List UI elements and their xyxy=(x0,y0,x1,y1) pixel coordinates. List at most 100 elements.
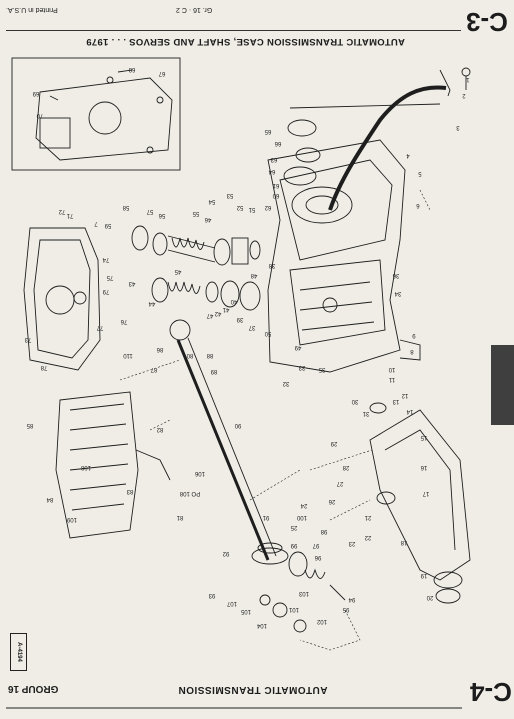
callout-90: 90 xyxy=(234,422,241,428)
callout-13: 13 xyxy=(392,398,399,404)
callout-49: 49 xyxy=(294,344,301,350)
callout-44: 44 xyxy=(148,300,155,306)
callout-67: 67 xyxy=(158,70,165,76)
callout-46: 46 xyxy=(204,216,211,222)
callout-83: 83 xyxy=(126,488,133,494)
callout-99: 99 xyxy=(290,542,297,548)
callout-72: 72 xyxy=(58,208,65,214)
callout-75: 75 xyxy=(106,274,113,280)
callout-73: 73 xyxy=(24,336,31,342)
callout-107: 107 xyxy=(226,600,237,606)
callout-63: 63 xyxy=(270,156,277,162)
callout-42: 42 xyxy=(214,310,221,316)
callout-53: 53 xyxy=(226,192,233,198)
callout-105: 105 xyxy=(240,608,251,614)
figure-id-badge: A-4194 xyxy=(10,633,27,671)
callout-30: 30 xyxy=(351,398,358,404)
valve-body xyxy=(55,391,139,539)
callout-94: 94 xyxy=(348,596,355,602)
callout-87: 87 xyxy=(150,366,157,372)
extension-housing xyxy=(369,409,471,581)
callout-62: 62 xyxy=(264,204,271,210)
callout-56: 56 xyxy=(158,212,165,218)
callout-38: 38 xyxy=(268,262,275,268)
callout-50: 50 xyxy=(264,330,271,336)
callout-labels: 1234567891011121314151617181920212223242… xyxy=(24,66,470,628)
callout-68: 68 xyxy=(128,66,135,72)
callout-85: 85 xyxy=(26,422,33,428)
callout-95: 95 xyxy=(342,606,349,612)
callout-16: 16 xyxy=(420,464,427,470)
page-tab xyxy=(491,345,514,425)
callout-35: 35 xyxy=(318,366,325,372)
callout-77: 77 xyxy=(96,324,103,330)
callout-55: 55 xyxy=(192,210,199,216)
callout-109: 109 xyxy=(66,516,77,522)
callout-24: 24 xyxy=(300,502,307,508)
callout-106: 106 xyxy=(194,470,205,476)
callout-36: 36 xyxy=(392,272,399,278)
callout-88: 88 xyxy=(206,352,213,358)
callout-14: 14 xyxy=(406,408,413,414)
callout-81: 81 xyxy=(176,514,183,520)
callout-21: 21 xyxy=(364,514,371,520)
callout-89: 89 xyxy=(210,368,217,374)
callout-108: 108 xyxy=(80,464,91,470)
callout-100: 100 xyxy=(296,514,307,520)
callout-29: 29 xyxy=(330,440,337,446)
callout-70: 70 xyxy=(36,112,43,118)
callout-5: 5 xyxy=(418,170,422,176)
valve-cover xyxy=(23,227,101,371)
callout-91: 91 xyxy=(262,514,269,520)
callout-104: 104 xyxy=(256,622,267,628)
callout-96: 96 xyxy=(314,554,321,560)
group-label: GROUP 16 xyxy=(8,683,59,694)
callout-103: 103 xyxy=(298,590,309,596)
callout-10: 10 xyxy=(388,366,395,372)
callout-27: 27 xyxy=(336,480,343,486)
callout-52: 52 xyxy=(236,204,243,210)
dipstick xyxy=(439,69,451,97)
callout-97: 97 xyxy=(312,542,319,548)
callout-33: 33 xyxy=(298,364,305,370)
inset-box xyxy=(11,57,181,171)
callout-1: 1 xyxy=(466,76,470,82)
callout-110: 110 xyxy=(123,352,133,358)
callout-39: 39 xyxy=(236,316,243,322)
callout-7: 7 xyxy=(94,220,98,226)
callout-8: 8 xyxy=(410,348,414,354)
callout-98: 98 xyxy=(320,528,327,534)
callout-102: 102 xyxy=(316,618,327,624)
callout-28: 28 xyxy=(342,464,349,470)
callout-78: 78 xyxy=(40,364,47,370)
callout-45: 45 xyxy=(174,268,181,274)
callout-69: 69 xyxy=(32,90,39,96)
callout-51: 51 xyxy=(248,206,255,212)
callout-11: 11 xyxy=(388,376,395,382)
callout-93: 93 xyxy=(208,592,215,598)
callout-74: 74 xyxy=(102,256,109,262)
output-shaft xyxy=(176,339,270,561)
callout-82: 82 xyxy=(156,426,163,432)
header-rule xyxy=(6,30,461,31)
callout-60: 60 xyxy=(272,192,279,198)
callout-71: 71 xyxy=(66,212,73,218)
callout-6: 6 xyxy=(416,202,420,208)
callout-17: 17 xyxy=(422,490,429,496)
callout-61: 61 xyxy=(272,182,279,188)
callout-2: 2 xyxy=(462,92,466,98)
callout-65: 65 xyxy=(264,128,271,134)
callout-31: 31 xyxy=(362,410,369,416)
footer-title: AUTOMATIC TRANSMISSION xyxy=(178,684,328,695)
callout-9: 9 xyxy=(412,332,416,338)
callout-22: 22 xyxy=(364,534,371,540)
callout-47: 47 xyxy=(206,312,213,318)
filler-tube xyxy=(328,85,447,211)
callout-92: 92 xyxy=(222,550,229,556)
callout-25: 25 xyxy=(290,524,297,530)
callout-23: 23 xyxy=(348,540,355,546)
callout-32: 32 xyxy=(282,380,289,386)
callout-54: 54 xyxy=(208,198,215,204)
